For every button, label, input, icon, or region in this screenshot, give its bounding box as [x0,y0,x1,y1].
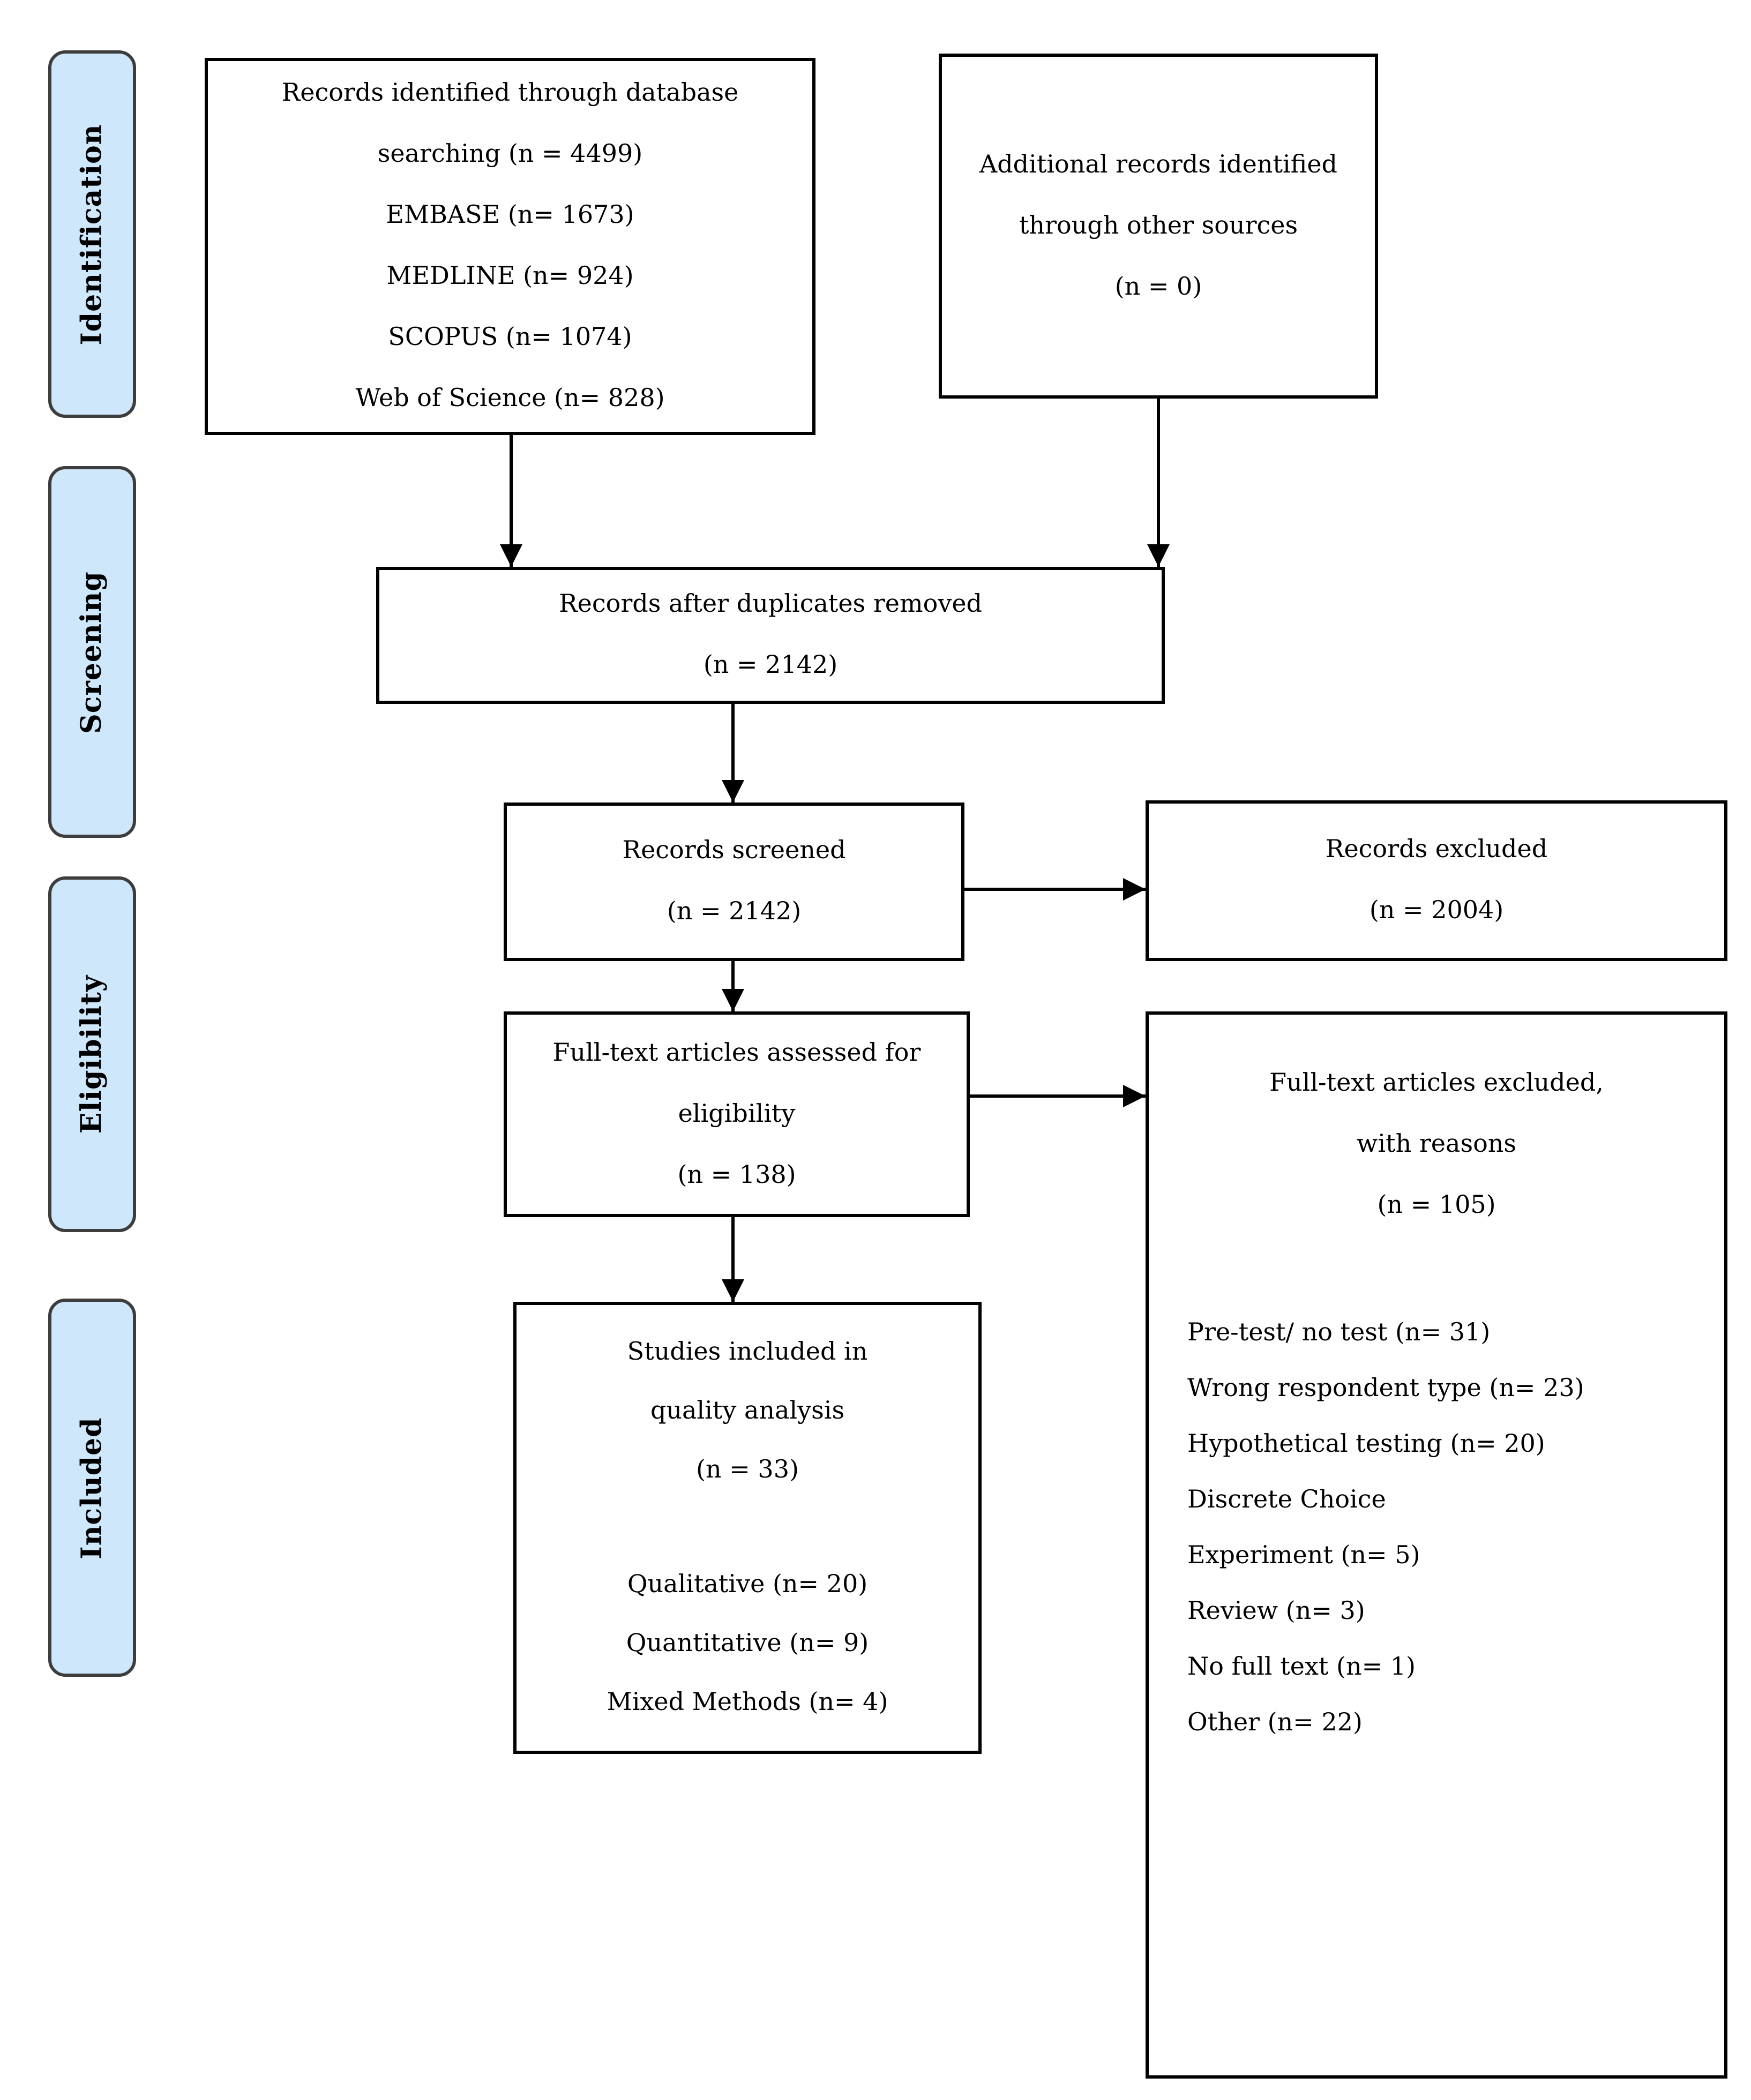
box-line: through other sources [1019,212,1298,239]
box-line: Web of Science (n= 828) [355,385,665,412]
box-studies-included: Studies included in quality analysis (n … [513,1302,982,1754]
study-type-line: Mixed Methods (n= 4) [607,1689,888,1716]
box-line: Additional records identified [979,151,1337,178]
box-line: (n = 138) [677,1161,796,1189]
box-fulltext-assessed: Full-text articles assessed for eligibil… [504,1011,970,1217]
box-line: Studies included in [627,1338,868,1366]
exclusion-reason: Wrong respondent type (n= 23) [1187,1375,1584,1402]
stage-band-included: Included [48,1299,136,1677]
box-database-records: Records identified through database sear… [205,58,815,435]
box-line: SCOPUS (n= 1074) [388,324,632,351]
box-line: EMBASE (n= 1673) [386,201,634,229]
exclusion-reason: Other (n= 22) [1187,1709,1363,1737]
box-records-screened: Records screened (n = 2142) [504,802,964,961]
box-line: (n = 33) [696,1456,799,1484]
stage-label-identification: Identification [76,123,109,345]
box-line: (n = 105) [1377,1191,1496,1219]
box-records-excluded: Records excluded (n = 2004) [1146,800,1727,961]
study-type-line: Quantitative (n= 9) [626,1630,869,1658]
stage-label-included: Included [76,1416,109,1559]
exclusion-reason-list: Pre-test/ no test (n= 31) Wrong responde… [1149,1305,1724,1751]
box-line: Full-text articles assessed for [552,1039,921,1067]
box-line: eligibility [678,1100,796,1128]
box-line: searching (n = 4499) [377,140,643,168]
box-line: Records screened [622,837,846,865]
exclusion-reason: No full text (n= 1) [1187,1653,1416,1681]
box-line: with reasons [1357,1130,1516,1158]
box-fulltext-excluded: Full-text articles excluded, with reason… [1146,1011,1727,2079]
box-line: MEDLINE (n= 924) [386,262,634,290]
exclusion-reason: Pre-test/ no test (n= 31) [1187,1319,1491,1347]
exclusion-reason: Review (n= 3) [1187,1598,1365,1625]
study-type-line: Qualitative (n= 20) [627,1571,868,1599]
box-line: Records identified through database [281,79,739,107]
box-other-sources: Additional records identified through ot… [939,54,1378,399]
stage-band-screening: Screening [48,466,136,838]
box-line: (n = 2142) [667,898,802,926]
box-line: Full-text articles excluded, [1269,1069,1604,1097]
box-line: (n = 0) [1114,273,1202,301]
box-line: quality analysis [650,1397,845,1425]
box-line: (n = 2142) [703,651,838,679]
exclusion-reason: Hypothetical testing (n= 20) [1187,1430,1545,1458]
stage-band-identification: Identification [48,50,136,418]
stage-band-eligibility: Eligibility [48,876,136,1232]
stage-label-eligibility: Eligibility [76,974,108,1134]
box-line: (n = 2004) [1369,897,1504,925]
exclusion-reason: Experiment (n= 5) [1187,1542,1420,1570]
box-line: Records excluded [1325,836,1548,864]
stage-label-screening: Screening [76,571,109,733]
box-after-duplicates: Records after duplicates removed (n = 21… [376,567,1165,704]
exclusion-reason: Discrete Choice [1187,1486,1386,1514]
box-line: Records after duplicates removed [559,590,982,618]
